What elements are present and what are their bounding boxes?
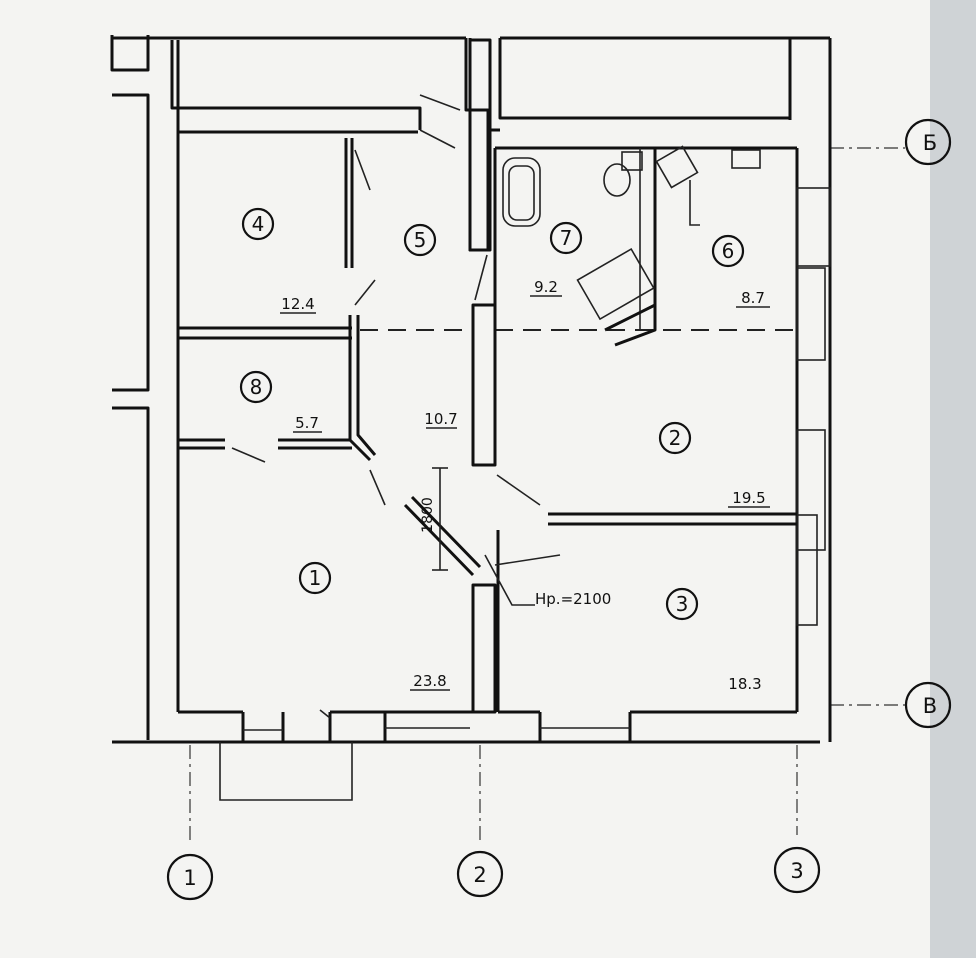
doors-and-fixtures [231,94,770,719]
room-area: 10.7 [424,410,457,428]
room-area: 19.5 [732,489,765,507]
interior-walls [178,38,797,714]
room-number: 1 [309,566,322,590]
axis-lines [189,147,905,845]
height-annotation: Нр.=2100 [535,590,611,608]
room-areas: 23.8 19.5 18.3 12.4 10.7 8.7 9.2 5.7 [281,278,765,693]
axis-markers: 1 2 3 Б В [166,118,952,901]
room-number: 2 [669,426,682,450]
room-area: 12.4 [281,295,314,313]
room-area: 9.2 [534,278,558,296]
axis-label: В [923,694,937,718]
room-area: 8.7 [741,289,765,307]
axis-label: 3 [790,859,803,883]
room-number: 8 [250,375,263,399]
outer-walls [110,35,832,801]
room-number: 5 [414,228,427,252]
scan-edge [930,0,976,958]
axis-label: Б [923,131,937,155]
room-number: 6 [722,239,735,263]
room-area: 5.7 [295,414,319,432]
room-number: 7 [560,226,573,250]
room-markers: 1 2 3 4 5 6 7 8 [239,207,745,621]
room-area: 23.8 [413,672,446,690]
axis-label: 1 [183,866,196,890]
door-dimension: 1800 [420,497,436,533]
room-number: 4 [252,212,265,236]
room-number: 3 [676,592,689,616]
room-area: 18.3 [728,675,761,693]
axis-label: 2 [473,863,486,887]
